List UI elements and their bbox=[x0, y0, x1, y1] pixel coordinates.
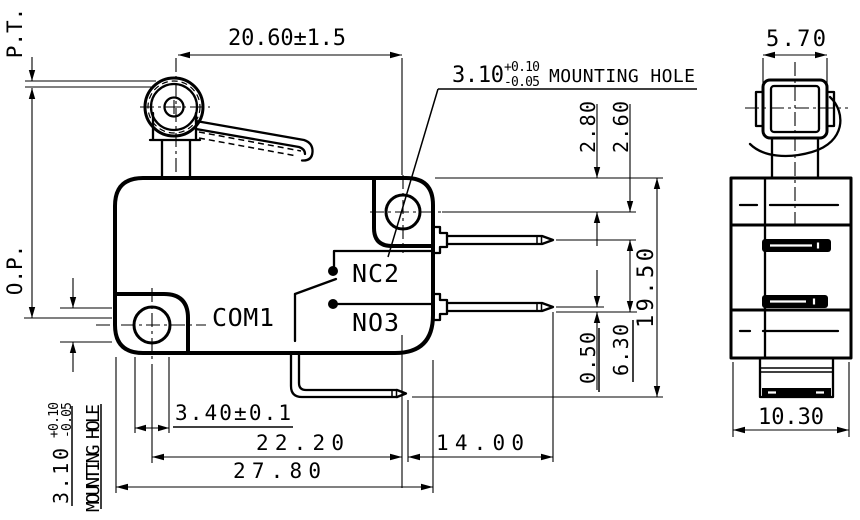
side-body bbox=[729, 176, 853, 399]
terminal-no bbox=[431, 292, 555, 322]
dim-top-to-hole: 2.80 bbox=[576, 101, 600, 153]
nc-branch bbox=[332, 249, 435, 268]
arrowheads bbox=[28, 51, 661, 491]
circuit-symbol bbox=[293, 249, 435, 343]
side-com-slot bbox=[762, 388, 831, 397]
dim-nc-to-no: 6.30 bbox=[609, 324, 633, 376]
mounting-hole-note-top: 3.10 +0.10 -0.05 MOUNTING HOLE bbox=[452, 60, 695, 90]
terminals bbox=[289, 225, 555, 399]
mounting-hole-label-left: MOUNTING HOLE bbox=[83, 404, 104, 512]
hole-tol-minus: -0.05 bbox=[504, 75, 540, 90]
lever-arm bbox=[194, 119, 314, 162]
hole-tol-minus-left: -0.05 bbox=[60, 402, 75, 438]
side-view: 5.70 10.30 bbox=[729, 27, 853, 437]
plunger bbox=[148, 111, 202, 180]
dim-hole-to-nc: 2.60 bbox=[609, 101, 633, 153]
dim-no-offset: 0.50 bbox=[576, 332, 600, 384]
no-contact-dot bbox=[328, 299, 338, 309]
side-plunger bbox=[770, 136, 820, 180]
hole-tol-plus: +0.10 bbox=[504, 60, 540, 75]
mounting-hole-label: MOUNTING HOLE bbox=[549, 66, 695, 87]
extension-lines bbox=[24, 58, 663, 493]
label-com-terminal: COM1 bbox=[212, 303, 274, 332]
label-no-terminal: NO3 bbox=[352, 308, 399, 337]
terminal-com bbox=[289, 352, 408, 399]
terminal-nc bbox=[431, 225, 555, 255]
dim-body-width: 10.30 bbox=[758, 405, 824, 430]
label-operating-position: O.P. bbox=[3, 245, 27, 296]
label-pretravel: P.T. bbox=[3, 8, 27, 59]
dimension-lines bbox=[31, 54, 697, 509]
dim-lever-travel: 20.60±1.5 bbox=[228, 26, 346, 51]
label-nc-terminal: NC2 bbox=[352, 259, 399, 288]
lever-arm-hidden bbox=[198, 131, 302, 157]
hole-dia-value: 3.10 bbox=[452, 63, 504, 88]
hole-tol-plus-left: +0.10 bbox=[47, 402, 62, 438]
centerlines-front bbox=[96, 58, 442, 362]
nc-contact-dot bbox=[328, 266, 338, 276]
centerlines-side bbox=[745, 62, 848, 230]
lever-wrap-curve bbox=[748, 95, 842, 158]
moving-contact bbox=[293, 277, 338, 296]
dim-body-height: 19.50 bbox=[634, 248, 659, 328]
